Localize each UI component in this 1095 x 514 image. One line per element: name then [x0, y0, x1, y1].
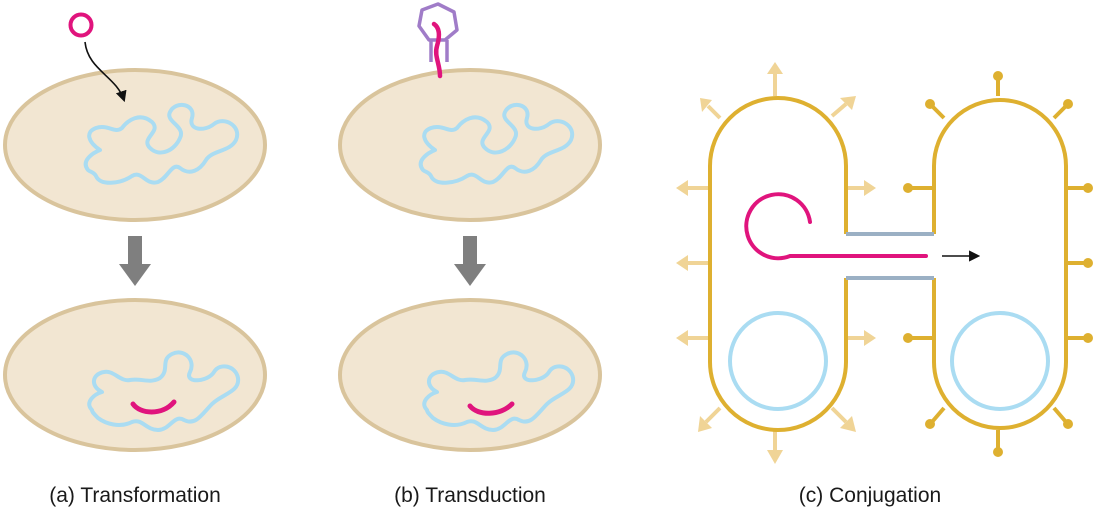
transformation-cell-after: [3, 298, 267, 452]
conjugation-caption: (c) Conjugation: [798, 484, 942, 507]
down-arrow-icon: [119, 236, 151, 286]
transduction-cell-before: [338, 68, 602, 222]
transduction-cell-after: [338, 298, 602, 452]
plasmid-entry-arrow: [84, 41, 127, 103]
recipient-chromosome: [950, 311, 1050, 411]
down-arrow-icon: [454, 236, 486, 286]
transduction-integrated-dna: [467, 401, 515, 416]
donor-chromosome: [728, 311, 828, 411]
transduction-panel: [338, 2, 602, 452]
transduction-chromosome-before: [418, 102, 575, 185]
donor-pili: [676, 62, 876, 464]
transformation-integrated-dna: [130, 399, 177, 415]
plasmid-transfer-strand: [744, 192, 928, 261]
transformation-panel: [3, 12, 267, 452]
recipient-cell: [932, 98, 1068, 430]
transformation-caption: (a) Transformation: [49, 484, 221, 507]
donor-cell: [708, 96, 848, 432]
conjugation-panel: [676, 62, 1093, 464]
transduction-chromosome-after: [422, 350, 576, 432]
transformation-chromosome-before: [83, 102, 240, 185]
plasmid-circle-icon: [68, 12, 94, 38]
transformation-cell-before: [3, 68, 267, 222]
bacteriophage-icon: [417, 2, 459, 79]
recipient-pili: [903, 71, 1093, 457]
transduction-caption: (b) Transduction: [394, 484, 546, 507]
transformation-chromosome-after: [87, 350, 241, 432]
